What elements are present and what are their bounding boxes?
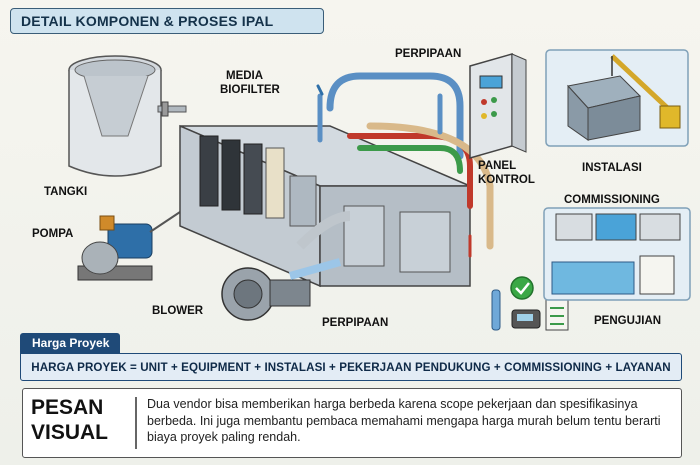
label-instalasi: INSTALASI: [582, 162, 642, 174]
label-media: MEDIA: [226, 70, 264, 82]
label-biofilter: BIOFILTER: [220, 84, 280, 96]
ipal-diagram: [68, 49, 691, 331]
label-commissioning: COMMISSIONING: [564, 194, 660, 206]
testing-illustration: [491, 276, 569, 331]
label-kontrol: KONTROL: [478, 174, 535, 186]
message-title-line1: PESAN: [31, 396, 104, 419]
label-pompa: POMPA: [32, 228, 74, 240]
commissioning-thumbnail: [543, 207, 691, 301]
price-heading: Harga Proyek: [20, 333, 120, 353]
pump-illustration: [77, 211, 181, 281]
tank-illustration: [68, 55, 187, 177]
message-text: Dua vendor bisa memberikan harga berbeda…: [147, 397, 661, 444]
label-pengujian: PENGUJIAN: [594, 315, 662, 327]
message-title-line2: VISUAL: [31, 421, 109, 444]
message-divider: [135, 397, 137, 449]
control-panel-illustration: [469, 53, 527, 159]
price-formula: HARGA PROYEK = UNIT + EQUIPMENT + INSTAL…: [20, 353, 682, 381]
message-title: PESAN VISUAL: [31, 395, 127, 451]
label-panel: PANEL: [478, 160, 517, 172]
installation-thumbnail: [545, 49, 689, 147]
label-perpipaan-top: PERPIPAAN: [395, 48, 462, 60]
message-box: PESAN VISUAL Dua vendor bisa memberikan …: [22, 388, 682, 458]
label-tangki: TANGKI: [44, 186, 88, 198]
piping-illustration: [316, 72, 494, 258]
page-title: DETAIL KOMPONEN & PROSES IPAL: [10, 8, 324, 34]
label-blower: BLOWER: [152, 305, 204, 317]
label-perpipaan-bottom: PERPIPAAN: [322, 317, 389, 329]
biofilter-tank: [179, 124, 471, 288]
blower-illustration: [221, 211, 351, 321]
